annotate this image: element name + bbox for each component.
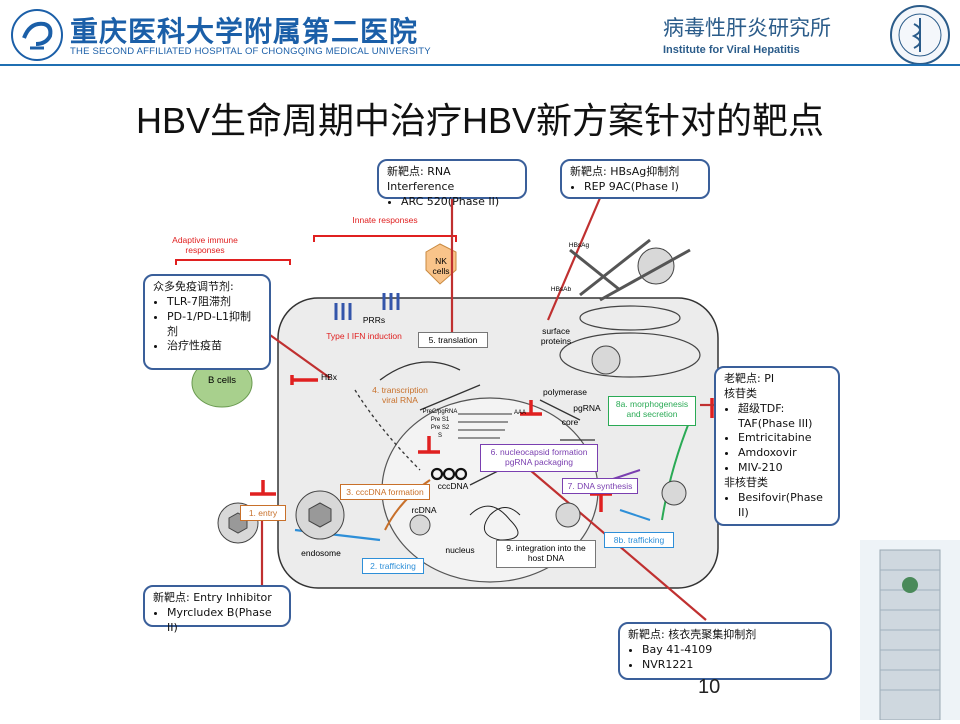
step-entry: 1. entry — [240, 505, 286, 521]
callout-capsid-inhibitor: 新靶点: 核衣壳聚集抑制剂 Bay 41-4109 NVR1221 — [618, 622, 832, 680]
hospital-building-image — [860, 540, 960, 721]
callout-entry-heading: 新靶点: Entry Inhibitor — [153, 591, 272, 604]
header-divider — [0, 64, 960, 66]
slide-title: HBV生命周期中治疗HBV新方案针对的靶点 — [135, 100, 825, 141]
transcript-label-4: S — [437, 433, 442, 439]
callout-old-heading-3: 非核苷类 — [724, 475, 768, 489]
hospital-logo — [10, 8, 64, 62]
step-integration: 9. integration into the host DNA — [496, 540, 596, 568]
callout-entry-inhibitor: 新靶点: Entry Inhibitor Myrcludex B(Phase I… — [143, 585, 291, 634]
callout-rnai-item: ARC 520(Phase II) — [401, 195, 517, 210]
callout-old-item-5: Besifovir(Phase II) — [738, 491, 830, 521]
callout-old-heading-1: 老靶点: PI — [724, 372, 775, 385]
endosome-label: endosome — [301, 548, 341, 558]
callout-capsid-item-2: NVR1221 — [642, 658, 822, 673]
polymerase-label: polymerase — [543, 387, 587, 397]
step-morphogenesis: 8a. morphogenesis and secretion — [608, 396, 696, 426]
callout-hbsag-inhibitor: 新靶点: HBsAg抑制剂 REP 9AC(Phase I) — [560, 159, 710, 199]
nk-cells-label: NK cells — [432, 256, 450, 276]
step-translation: 5. translation — [418, 332, 488, 348]
transcript-label-1: PreC/pgRNA — [422, 409, 458, 415]
callout-capsid-heading: 新靶点: 核衣壳聚集抑制剂 — [628, 628, 757, 641]
adaptive-responses-label: Adaptive immune responses — [172, 235, 238, 255]
prrs-label: PRRs — [362, 315, 386, 325]
callout-rnai-heading: 新靶点: RNA Interference — [387, 165, 455, 193]
surface-proteins-label: surface proteins — [540, 326, 572, 346]
callout-hbsag-heading: 新靶点: HBsAg抑制剂 — [570, 165, 680, 178]
rcdna-label: rcDNA — [411, 505, 437, 515]
institute-name-en: Institute for Viral Hepatitis — [663, 44, 800, 56]
institute-seal — [888, 4, 952, 66]
callout-old-item-1: 超级TDF: TAF(Phase III) — [738, 402, 830, 432]
core-label: core — [561, 417, 579, 427]
callout-hbsag-item: REP 9AC(Phase I) — [584, 180, 700, 195]
virion-secreted — [409, 247, 687, 536]
nk-cell-shape — [425, 243, 457, 285]
callout-old-heading-2: 核苷类 — [724, 386, 757, 400]
pgrna-label: pgRNA — [573, 403, 601, 413]
institute-name-cn: 病毒性肝炎研究所 — [663, 16, 831, 40]
hbsag-label: HBsAg — [568, 242, 590, 249]
callout-old-item-4: MIV-210 — [738, 461, 830, 476]
callout-immune-heading: 众多免疫调节剂: — [153, 280, 234, 293]
hospital-name-en: THE SECOND AFFILIATED HOSPITAL OF CHONGQ… — [70, 46, 431, 57]
callout-entry-item: Myrcludex B(Phase II) — [167, 606, 281, 636]
hbx-label: HBx — [320, 372, 338, 382]
nucleus-label: nucleus — [445, 545, 475, 555]
step-transcription: 4. transcription viral RNA — [372, 385, 428, 406]
page-number: 10 — [698, 676, 721, 698]
hospital-name-cn: 重庆医科大学附属第二医院 — [70, 15, 419, 48]
step-nucleocapsid: 6. nucleocapsid formation pgRNA packagin… — [480, 444, 598, 472]
b-cells-label: B cells — [208, 375, 236, 386]
hbsab-label: HBsAb — [550, 286, 572, 293]
callout-old-item-2: Emtricitabine — [738, 431, 830, 446]
step-trafficking-8b: 8b. trafficking — [604, 532, 674, 548]
innate-responses-label: Innate responses — [352, 215, 418, 225]
callout-old-item-3: Amdoxovir — [738, 446, 830, 461]
callout-old-targets: 老靶点: PI 核苷类 超级TDF: TAF(Phase III) Emtric… — [714, 366, 840, 526]
transcript-label-2: Pre S1 — [430, 417, 450, 423]
callout-immune-item-1: TLR-7阻滞剂 — [167, 295, 261, 310]
callout-immune-item-2: PD-1/PD-L1抑制剂 — [167, 310, 261, 340]
ifn-induction-label: Type I IFN induction — [326, 331, 402, 341]
transcript-label-3: Pre S2 — [430, 425, 450, 431]
step-cccdna-formation: 3. cccDNA formation — [340, 484, 430, 500]
callout-capsid-item-1: Bay 41-4109 — [642, 643, 822, 658]
callout-immune-item-3: 治疗性疫苗 — [167, 339, 261, 354]
callout-immune-modulators: 众多免疫调节剂: TLR-7阻滞剂 PD-1/PD-L1抑制剂 治疗性疫苗 — [143, 274, 271, 370]
callout-rna-interference: 新靶点: RNA Interference ARC 520(Phase II) — [377, 159, 527, 208]
cccdna-label: cccDNA — [437, 481, 469, 491]
step-trafficking-2: 2. trafficking — [362, 558, 424, 574]
poly-a-label: AAA — [513, 410, 526, 416]
step-dna-synthesis: 7. DNA synthesis — [562, 478, 638, 494]
